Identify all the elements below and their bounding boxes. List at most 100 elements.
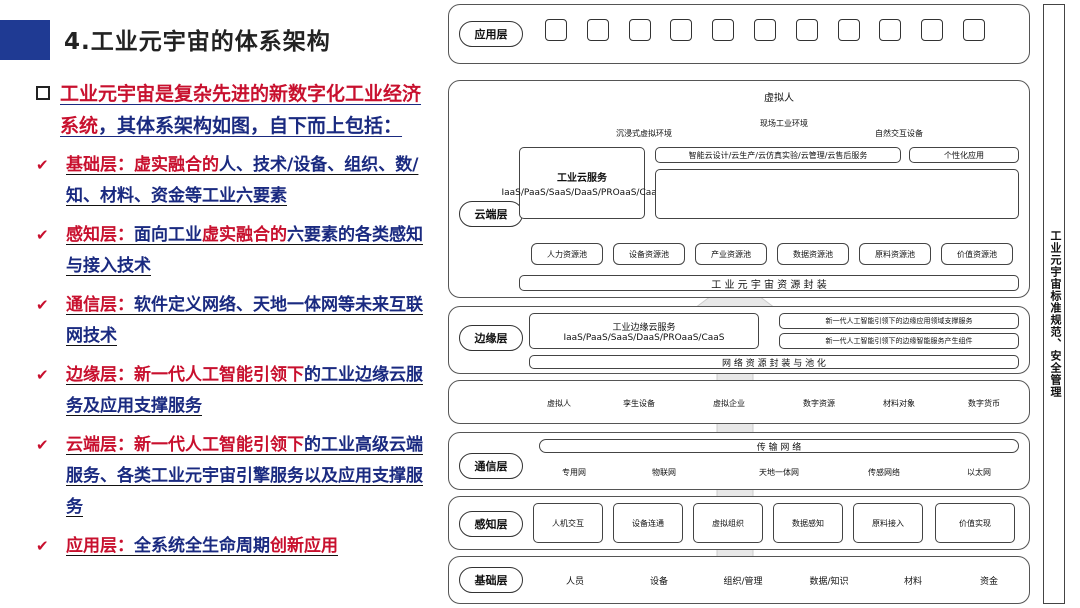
checkbox-square-icon [36, 86, 50, 100]
item-text: 软件定义网络、天地一体网等未来互联网技术 [66, 295, 423, 346]
edge-service-types: IaaS/PaaS/SaaS/DaaS/PROaaS/CaaS [563, 332, 725, 343]
field-env: 现场工业环境 [739, 115, 829, 131]
base-capital: 资金 [959, 569, 1019, 591]
res-virtual-enterprise: 虚拟企业 [699, 393, 759, 413]
sense-virtual-org: 虚拟组织 [693, 503, 763, 543]
net-private: 专用网 [539, 463, 609, 481]
check-icon: ✔ [36, 537, 49, 555]
architecture-diagram: 应用层 云端层 虚拟人 沉浸式虚拟环境 现场工业环境 自然交互设备 工业云服务 … [440, 0, 1080, 608]
app-icon [962, 19, 985, 41]
edge-service-box: 工业边缘云服务 IaaS/PaaS/SaaS/DaaS/PROaaS/CaaS [529, 313, 759, 349]
list-item-edge: ✔ 边缘层：新一代人工智能引领下的工业边缘云服务及应用支撑服务 [36, 360, 426, 422]
layer-label-cloud: 云端层 [459, 201, 523, 227]
base-equipment: 设备 [629, 569, 689, 591]
layer-label-app: 应用层 [459, 21, 523, 47]
sense-device: 设备连通 [613, 503, 683, 543]
net-space-ground: 天地一体网 [739, 463, 819, 481]
page-title: 4.工业元宇宙的体系架构 [64, 29, 331, 55]
app-icon [753, 19, 776, 41]
check-icon: ✔ [36, 366, 49, 384]
intro-rest: ，其体系架构如图，自下而上包括： [98, 115, 403, 137]
cloud-service-title: 工业云服务 [557, 172, 607, 184]
net-iot: 物联网 [629, 463, 699, 481]
net-sensor: 传感网络 [849, 463, 919, 481]
list-item-comm: ✔ 通信层：软件定义网络、天地一体网等未来互联网技术 [36, 290, 426, 352]
intro-paragraph: 工业元宇宙是复杂先进的新数字化工业经济系统，其体系架构如图，自下而上包括： [36, 78, 426, 142]
layer-edge: 边缘层 工业边缘云服务 IaaS/PaaS/SaaS/DaaS/PROaaS/C… [448, 306, 1030, 374]
list-item-app: ✔ 应用层：全系统全生命周期创新应用 [36, 531, 426, 562]
engine-services-box [655, 169, 1019, 219]
immersive-env: 沉浸式虚拟环境 [589, 125, 699, 141]
item-highlight: 新一代人工智能引领下 [134, 435, 304, 455]
layer-label-sense: 感知层 [459, 511, 523, 537]
sense-material: 原料接入 [853, 503, 923, 543]
base-people: 人员 [545, 569, 605, 591]
edge-resources: 虚拟人 孪生设备 虚拟企业 数字资源 材料对象 数字货币 [448, 380, 1030, 424]
edge-ai-component: 新一代人工智能引领下的边缘智能服务产生组件 [779, 333, 1019, 349]
check-icon: ✔ [36, 156, 49, 174]
base-org: 组织/管理 [713, 569, 773, 591]
list-item-sense: ✔ 感知层：面向工业虚实融合的六要素的各类感知与接入技术 [36, 220, 426, 282]
app-icon [837, 19, 860, 41]
item-head: 基础层： [66, 155, 134, 175]
item-highlight: 虚实融合的 [202, 225, 287, 245]
item-text: 六要素的各类感知与接入技术 [66, 225, 423, 276]
cloud-service-types: IaaS/PaaS/SaaS/DaaS/PROaaS/CaaS [501, 187, 663, 198]
item-highlight: 虚实融合的 [134, 155, 219, 175]
standards-security-label: 工业元宇宙标准规范、安全管理 [1049, 230, 1062, 398]
virtual-person: 虚拟人 [739, 87, 819, 105]
app-icon [586, 19, 609, 41]
item-head: 云端层： [66, 435, 134, 455]
item-head: 通信层： [66, 295, 134, 315]
res-digital-currency: 数字货币 [954, 393, 1014, 413]
res-digital-resource: 数字资源 [789, 393, 849, 413]
app-icon [879, 19, 902, 41]
app-icon [628, 19, 651, 41]
interaction-device: 自然交互设备 [859, 125, 939, 141]
sense-value: 价值实现 [935, 503, 1015, 543]
layer-sense: 感知层 人机交互 设备连通 虚拟组织 数据感知 原料接入 价值实现 [448, 496, 1030, 550]
layer-base: 基础层 人员 设备 组织/管理 数据/知识 材料 资金 [448, 556, 1030, 604]
standards-security-bar: 工业元宇宙标准规范、安全管理 [1043, 4, 1065, 604]
item-head: 边缘层： [66, 365, 134, 385]
pool-value: 价值资源池 [941, 243, 1013, 265]
layer-app: 应用层 [448, 4, 1030, 64]
check-icon: ✔ [36, 296, 49, 314]
base-material: 材料 [883, 569, 943, 591]
layer-cloud: 云端层 虚拟人 沉浸式虚拟环境 现场工业环境 自然交互设备 工业云服务 IaaS… [448, 80, 1030, 298]
item-head: 感知层： [66, 225, 134, 245]
list-item-cloud: ✔ 云端层：新一代人工智能引领下的工业高级云端服务、各类工业元宇宙引擎服务以及应… [36, 430, 426, 523]
smart-cloud-box: 智能云设计/云生产/云仿真实验/云管理/云售后服务 [655, 147, 901, 163]
check-icon: ✔ [36, 436, 49, 454]
app-icon-row [545, 19, 985, 41]
header-accent-bar [0, 20, 50, 60]
app-icon [545, 19, 567, 41]
layer-label-edge: 边缘层 [459, 325, 523, 351]
layer-comm: 通信层 传 输 网 络 专用网 物联网 天地一体网 传感网络 以太网 [448, 432, 1030, 490]
cloud-service-box: 工业云服务 IaaS/PaaS/SaaS/DaaS/PROaaS/CaaS [502, 147, 663, 219]
item-text: 人、技术/设备、组织、数/知、材料、资金等工业六要素 [66, 155, 419, 206]
edge-service-title: 工业边缘云服务 [612, 322, 676, 333]
pool-human: 人力资源池 [531, 243, 603, 265]
app-icon [795, 19, 818, 41]
sense-data: 数据感知 [773, 503, 843, 543]
base-data: 数据/知识 [799, 569, 859, 591]
personal-app-box: 个性化应用 [909, 147, 1019, 163]
item-text: 面向工业 [134, 225, 202, 245]
edge-ai-support: 新一代人工智能引领下的边缘应用领域支撑服务 [779, 313, 1019, 329]
res-twin-device: 孪生设备 [609, 393, 669, 413]
item-text: 的工业边缘云服务及应用支撑服务 [66, 365, 423, 416]
item-text: 全系统全生命周期 [134, 536, 270, 556]
list-item-base: ✔ 基础层：虚实融合的人、技术/设备、组织、数/知、材料、资金等工业六要素 [36, 150, 426, 212]
pool-material: 原料资源池 [859, 243, 931, 265]
net-ethernet: 以太网 [944, 463, 1014, 481]
layer-label-comm: 通信层 [459, 453, 523, 479]
item-text: 的工业高级云端服务、各类工业元宇宙引擎服务以及应用支撑服务 [66, 435, 423, 517]
pool-equipment: 设备资源池 [613, 243, 685, 265]
network-encap: 网 络 资 源 封 装 与 池 化 [529, 355, 1019, 369]
pool-data: 数据资源池 [777, 243, 849, 265]
check-icon: ✔ [36, 226, 49, 244]
layer-label-base: 基础层 [459, 567, 523, 593]
transmission-network: 传 输 网 络 [539, 439, 1019, 453]
app-icon [921, 19, 944, 41]
